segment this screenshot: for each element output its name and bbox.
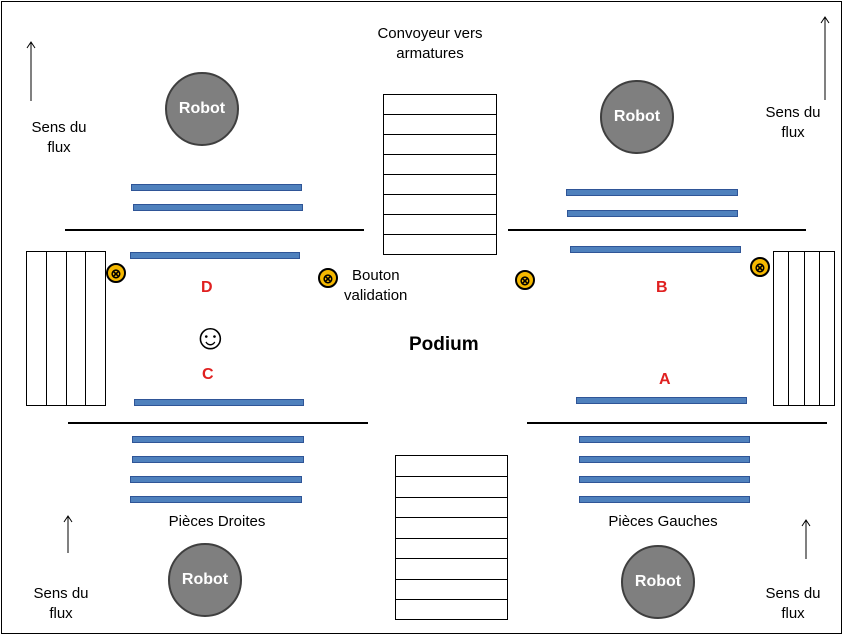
flux-label-line1: Sens du (765, 585, 821, 602)
part-bar (130, 252, 300, 259)
separator-line (527, 422, 827, 424)
podium-label: Podium (409, 334, 479, 355)
conveyor-slot (384, 175, 496, 195)
right-conveyor (773, 251, 835, 406)
part-bar (133, 204, 303, 211)
left-conveyor (26, 251, 106, 406)
separator-line (508, 229, 806, 231)
robot-top-left: Robot (165, 72, 239, 146)
flux-label-bottom-right: Sens du flux (758, 584, 828, 625)
conveyor-slot (820, 252, 834, 405)
part-bar (566, 189, 738, 196)
validation-button-glyph: ⊗ (754, 259, 766, 275)
flux-label-line1: Sens du (31, 119, 87, 136)
robot-label: Robot (613, 108, 661, 125)
up-arrow-icon (63, 515, 73, 553)
station-label-d: D (201, 279, 213, 296)
conveyor-slot (805, 252, 820, 405)
flux-label-line2: flux (781, 605, 805, 623)
part-bar (567, 210, 738, 217)
part-bar (130, 496, 302, 503)
robot-bottom-right: Robot (621, 545, 695, 619)
conveyor-slot (396, 580, 507, 600)
conveyor-slot (396, 600, 507, 619)
part-bar (130, 476, 302, 483)
conveyor-slot (396, 498, 507, 518)
flux-label-line2: flux (47, 139, 71, 157)
robot-label: Robot (634, 573, 682, 590)
robot-label: Robot (178, 100, 226, 117)
robot-label: Robot (181, 571, 229, 588)
part-bar (579, 476, 750, 483)
part-bar (576, 397, 747, 404)
part-bar (579, 496, 750, 503)
button-label: Bouton validation (336, 266, 436, 307)
up-arrow-icon (26, 41, 36, 101)
flux-label-line2: flux (49, 605, 73, 623)
station-label-a: A (659, 371, 671, 388)
up-arrow-icon (820, 16, 830, 100)
part-bar (131, 184, 302, 191)
conveyor-slot (384, 95, 496, 115)
station-label-b: B (656, 279, 668, 296)
validation-button-center-right[interactable]: ⊗ (515, 270, 535, 290)
station-label-c: C (202, 366, 214, 383)
top-conveyor (383, 94, 497, 255)
conveyor-slot (774, 252, 790, 405)
conveyor-slot (67, 252, 87, 405)
conveyor-slot (384, 155, 496, 175)
validation-button-right[interactable]: ⊗ (750, 257, 770, 277)
part-bar (579, 436, 750, 443)
flux-label-line1: Sens du (765, 104, 821, 121)
part-bar (579, 456, 750, 463)
part-bar (134, 399, 304, 406)
conveyor-slot (384, 215, 496, 235)
validation-button-center-left[interactable]: ⊗ (318, 268, 338, 288)
conveyor-label: Convoyeur vers armatures (350, 24, 510, 65)
conveyor-slot (396, 559, 507, 580)
separator-line (68, 422, 368, 424)
validation-button-glyph: ⊗ (110, 265, 122, 281)
operator-smiley-icon: ☺ (192, 316, 229, 357)
conveyor-slot (27, 252, 47, 405)
conveyor-slot (384, 195, 496, 215)
conveyor-slot (396, 456, 507, 477)
conveyor-label-line1: Convoyeur vers (377, 25, 483, 42)
robot-bottom-left: Robot (168, 543, 242, 617)
conveyor-slot (789, 252, 805, 405)
conveyor-slot (86, 252, 105, 405)
validation-button-glyph: ⊗ (519, 272, 531, 288)
left-parts-label: Pièces Gauches (608, 513, 718, 530)
flux-label-bottom-left: Sens du flux (26, 584, 96, 625)
right-parts-label: Pièces Droites (168, 513, 266, 530)
conveyor-slot (396, 539, 507, 559)
robot-top-right: Robot (600, 80, 674, 154)
up-arrow-icon (801, 519, 811, 559)
flux-label-top-right: Sens du flux (758, 103, 828, 144)
separator-line (65, 229, 364, 231)
conveyor-slot (384, 115, 496, 135)
flux-label-line1: Sens du (33, 585, 89, 602)
flux-label-line2: flux (781, 124, 805, 142)
validation-button-glyph: ⊗ (322, 270, 334, 286)
conveyor-slot (384, 235, 496, 254)
flux-label-top-left: Sens du flux (24, 118, 94, 159)
part-bar (132, 456, 304, 463)
button-label-line1: Bouton (352, 267, 400, 284)
part-bar (132, 436, 304, 443)
part-bar (570, 246, 741, 253)
validation-button-left[interactable]: ⊗ (106, 263, 126, 283)
conveyor-label-line2: armatures (396, 45, 464, 63)
button-label-line2: validation (344, 287, 408, 305)
bottom-conveyor (395, 455, 508, 620)
conveyor-slot (47, 252, 67, 405)
conveyor-slot (384, 135, 496, 155)
conveyor-slot (396, 518, 507, 539)
conveyor-slot (396, 477, 507, 498)
